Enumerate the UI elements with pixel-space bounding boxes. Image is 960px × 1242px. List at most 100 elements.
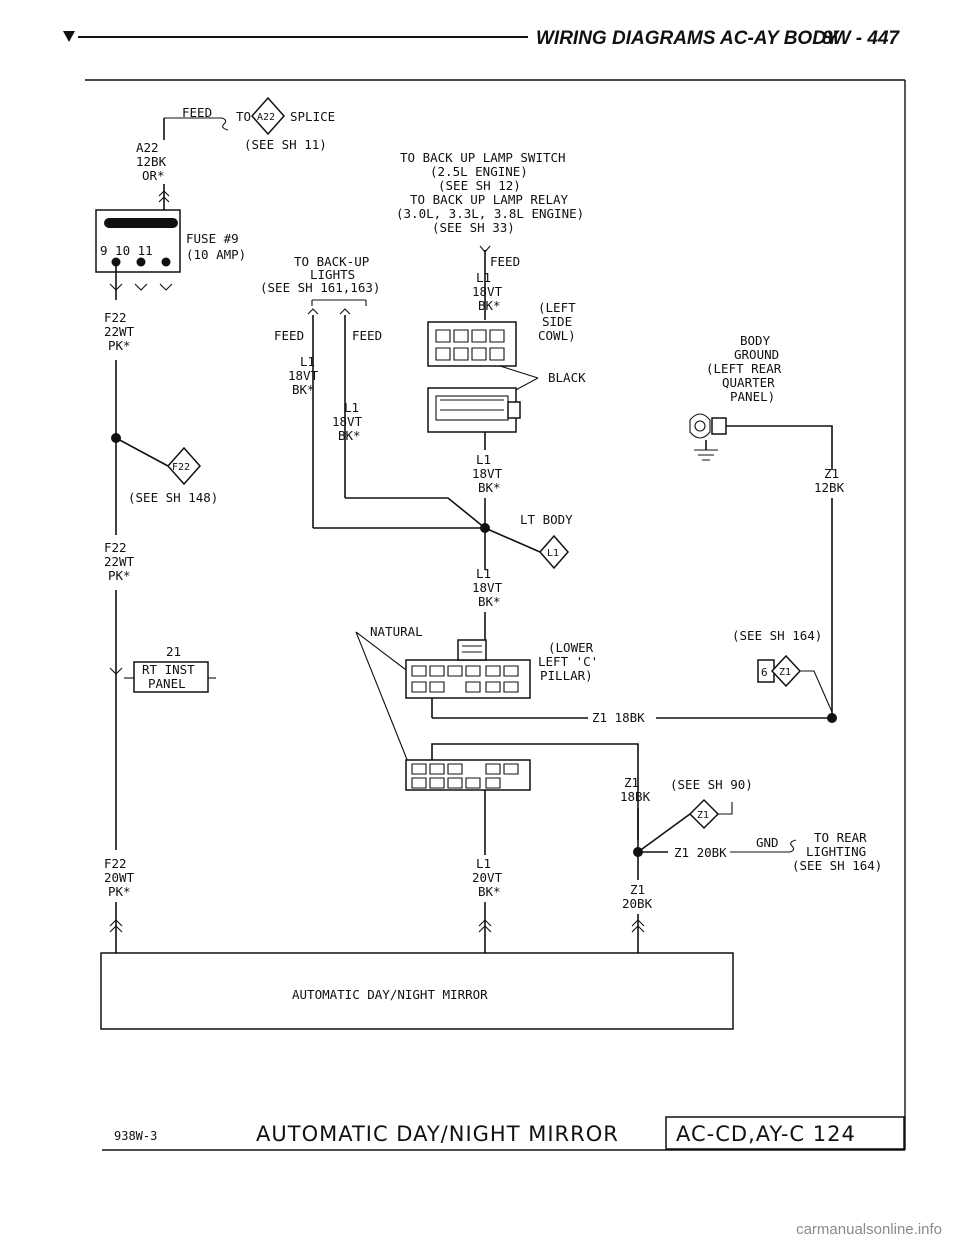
see-sh-90: (SEE SH 90): [670, 777, 753, 792]
page-header: WIRING DIAGRAMS AC-AY BODY 8W - 447: [63, 28, 901, 49]
l1-wire-a: L1: [300, 354, 315, 369]
pillar-label-3: PILLAR): [540, 668, 593, 683]
feed-left: FEED: [274, 328, 304, 343]
l1-wire-c: L1: [476, 270, 491, 285]
f22-wire-1-gauge: 22WT: [104, 324, 135, 339]
backup-relay-3: (SEE SH 33): [432, 220, 515, 235]
rt-inst-pin: 21: [166, 644, 181, 659]
f22-wire-1-color: PK*: [108, 338, 131, 353]
body-ground-2: GROUND: [734, 347, 779, 362]
a22-marker-label: A22: [257, 112, 275, 123]
body-ground-5: PANEL): [730, 389, 775, 404]
f22-wire-1: F22: [104, 310, 127, 325]
body-ground-4: QUARTER: [722, 375, 775, 390]
a22-splice-marker: [250, 96, 286, 136]
footer-page-ref: AC-CD,AY-C 124: [676, 1122, 856, 1146]
l1-wire-d: L1: [476, 452, 491, 467]
body-ground-section: BODY GROUND (LEFT REAR QUARTER PANEL) Z1…: [620, 333, 882, 953]
fuse-section: FEED TO A22 SPLICE (SEE SH 11) A22 12BK …: [95, 96, 335, 953]
watermark: carmanualsonline.info: [796, 1221, 942, 1238]
rear-lighting-2: LIGHTING: [806, 844, 866, 859]
feed-center: FEED: [490, 254, 520, 269]
f22-wire-2-gauge: 22WT: [104, 554, 135, 569]
z1-splice-right-label: Z1: [779, 667, 791, 678]
l1-wire-c-color: BK*: [478, 298, 501, 313]
a22-circuit: A22: [136, 140, 159, 155]
rt-inst-label-1: RT INST: [142, 662, 195, 677]
rear-lighting-1: TO REAR: [814, 830, 867, 845]
footer-page-ref-box: [665, 1116, 905, 1150]
fuse-amp: (10 AMP): [186, 247, 246, 262]
backup-lights-3: (SEE SH 161,163): [260, 280, 380, 295]
page-footer: 938W-3 AUTOMATIC DAY/NIGHT MIRROR AC-CD,…: [102, 1116, 905, 1151]
mirror-box-label: AUTOMATIC DAY/NIGHT MIRROR: [292, 987, 488, 1002]
f22-wire-2: F22: [104, 540, 127, 555]
l1-wire-e: L1: [476, 566, 491, 581]
backup-switch-1: TO BACK UP LAMP SWITCH: [400, 150, 566, 165]
backup-switch-3: (SEE SH 12): [438, 178, 521, 193]
backup-relay-2: (3.0L, 3.3L, 3.8L ENGINE): [396, 206, 584, 221]
a22-gauge: 12BK: [136, 154, 167, 169]
z1-wire-b: Z1: [624, 775, 639, 790]
rear-lighting-3: (SEE SH 164): [792, 858, 882, 873]
z1-wire-a-gauge: 12BK: [814, 480, 845, 495]
z1-20bk-label: Z1 20BK: [674, 845, 727, 860]
a22-color: OR*: [142, 168, 165, 183]
l1-splice-marker: [539, 534, 569, 570]
pillar-label-2: LEFT 'C': [538, 654, 598, 669]
splice-6-label: 6: [761, 666, 768, 679]
l1-wire-b-color: BK*: [338, 428, 361, 443]
f22-wire-2-color: PK*: [108, 568, 131, 583]
l1-wire-f-color: BK*: [478, 884, 501, 899]
backup-feed-section: TO BACK UP LAMP SWITCH (2.5L ENGINE) (SE…: [260, 150, 586, 660]
l1-wire-b-gauge: 18VT: [332, 414, 363, 429]
z1-wire-c: Z1: [630, 882, 645, 897]
pillar-connector-section: NATURAL (LOWER LEFT 'C' PILLAR) Z1 18BK …: [355, 624, 837, 953]
rt-inst-panel-connector: [133, 661, 209, 693]
z1-18bk-label: Z1 18BK: [592, 710, 645, 725]
cowl-label-2: SIDE: [542, 314, 572, 329]
fuse-number: FUSE #9: [186, 231, 239, 246]
l1-wire-e-color: BK*: [478, 594, 501, 609]
z1-wire-a: Z1: [824, 466, 839, 481]
backup-switch-2: (2.5L ENGINE): [430, 164, 528, 179]
body-ground-1: BODY: [740, 333, 771, 348]
black-label: BLACK: [548, 370, 586, 385]
f22-wire-3-color: PK*: [108, 884, 131, 899]
backup-relay-1: TO BACK UP LAMP RELAY: [410, 192, 569, 207]
mirror-component-box: [100, 952, 734, 1030]
l1-wire-a-gauge: 18VT: [288, 368, 319, 383]
z1-wire-b-gauge: 18BK: [620, 789, 651, 804]
natural-label: NATURAL: [370, 624, 423, 639]
see-sh-11: (SEE SH 11): [244, 137, 327, 152]
see-sh-164: (SEE SH 164): [732, 628, 822, 643]
l1-marker-label: L1: [547, 548, 559, 559]
l1-wire-e-gauge: 18VT: [472, 580, 503, 595]
body-ground-3: (LEFT REAR: [706, 361, 782, 376]
header-page: 8W - 447: [822, 28, 901, 49]
header-triangle-icon: [63, 31, 75, 42]
backup-lights-2: LIGHTS: [310, 267, 355, 282]
f22-splice-marker: [166, 446, 202, 486]
pillar-label-1: (LOWER: [548, 640, 594, 655]
feed-right: FEED: [352, 328, 382, 343]
l1-wire-f: L1: [476, 856, 491, 871]
l1-wire-b: L1: [344, 400, 359, 415]
f22-wire-3-gauge: 20WT: [104, 870, 135, 885]
footer-title: AUTOMATIC DAY/NIGHT MIRROR: [256, 1122, 619, 1146]
fuse-pins: 9 10 11: [100, 243, 153, 258]
lt-body-label: LT BODY: [520, 512, 573, 527]
l1-wire-f-gauge: 20VT: [472, 870, 503, 885]
f22-marker-label: F22: [172, 462, 190, 473]
cowl-label-1: (LEFT: [538, 300, 576, 315]
splice-label: SPLICE: [290, 109, 335, 124]
gnd-label: GND: [756, 835, 779, 850]
l1-wire-c-gauge: 18VT: [472, 284, 503, 299]
f22-wire-3: F22: [104, 856, 127, 871]
pillar-connector-mate: [405, 759, 531, 791]
feed-label-top: FEED: [182, 105, 212, 120]
see-sh-148: (SEE SH 148): [128, 490, 218, 505]
l1-wire-d-gauge: 18VT: [472, 466, 503, 481]
cowl-label-3: COWL): [538, 328, 576, 343]
